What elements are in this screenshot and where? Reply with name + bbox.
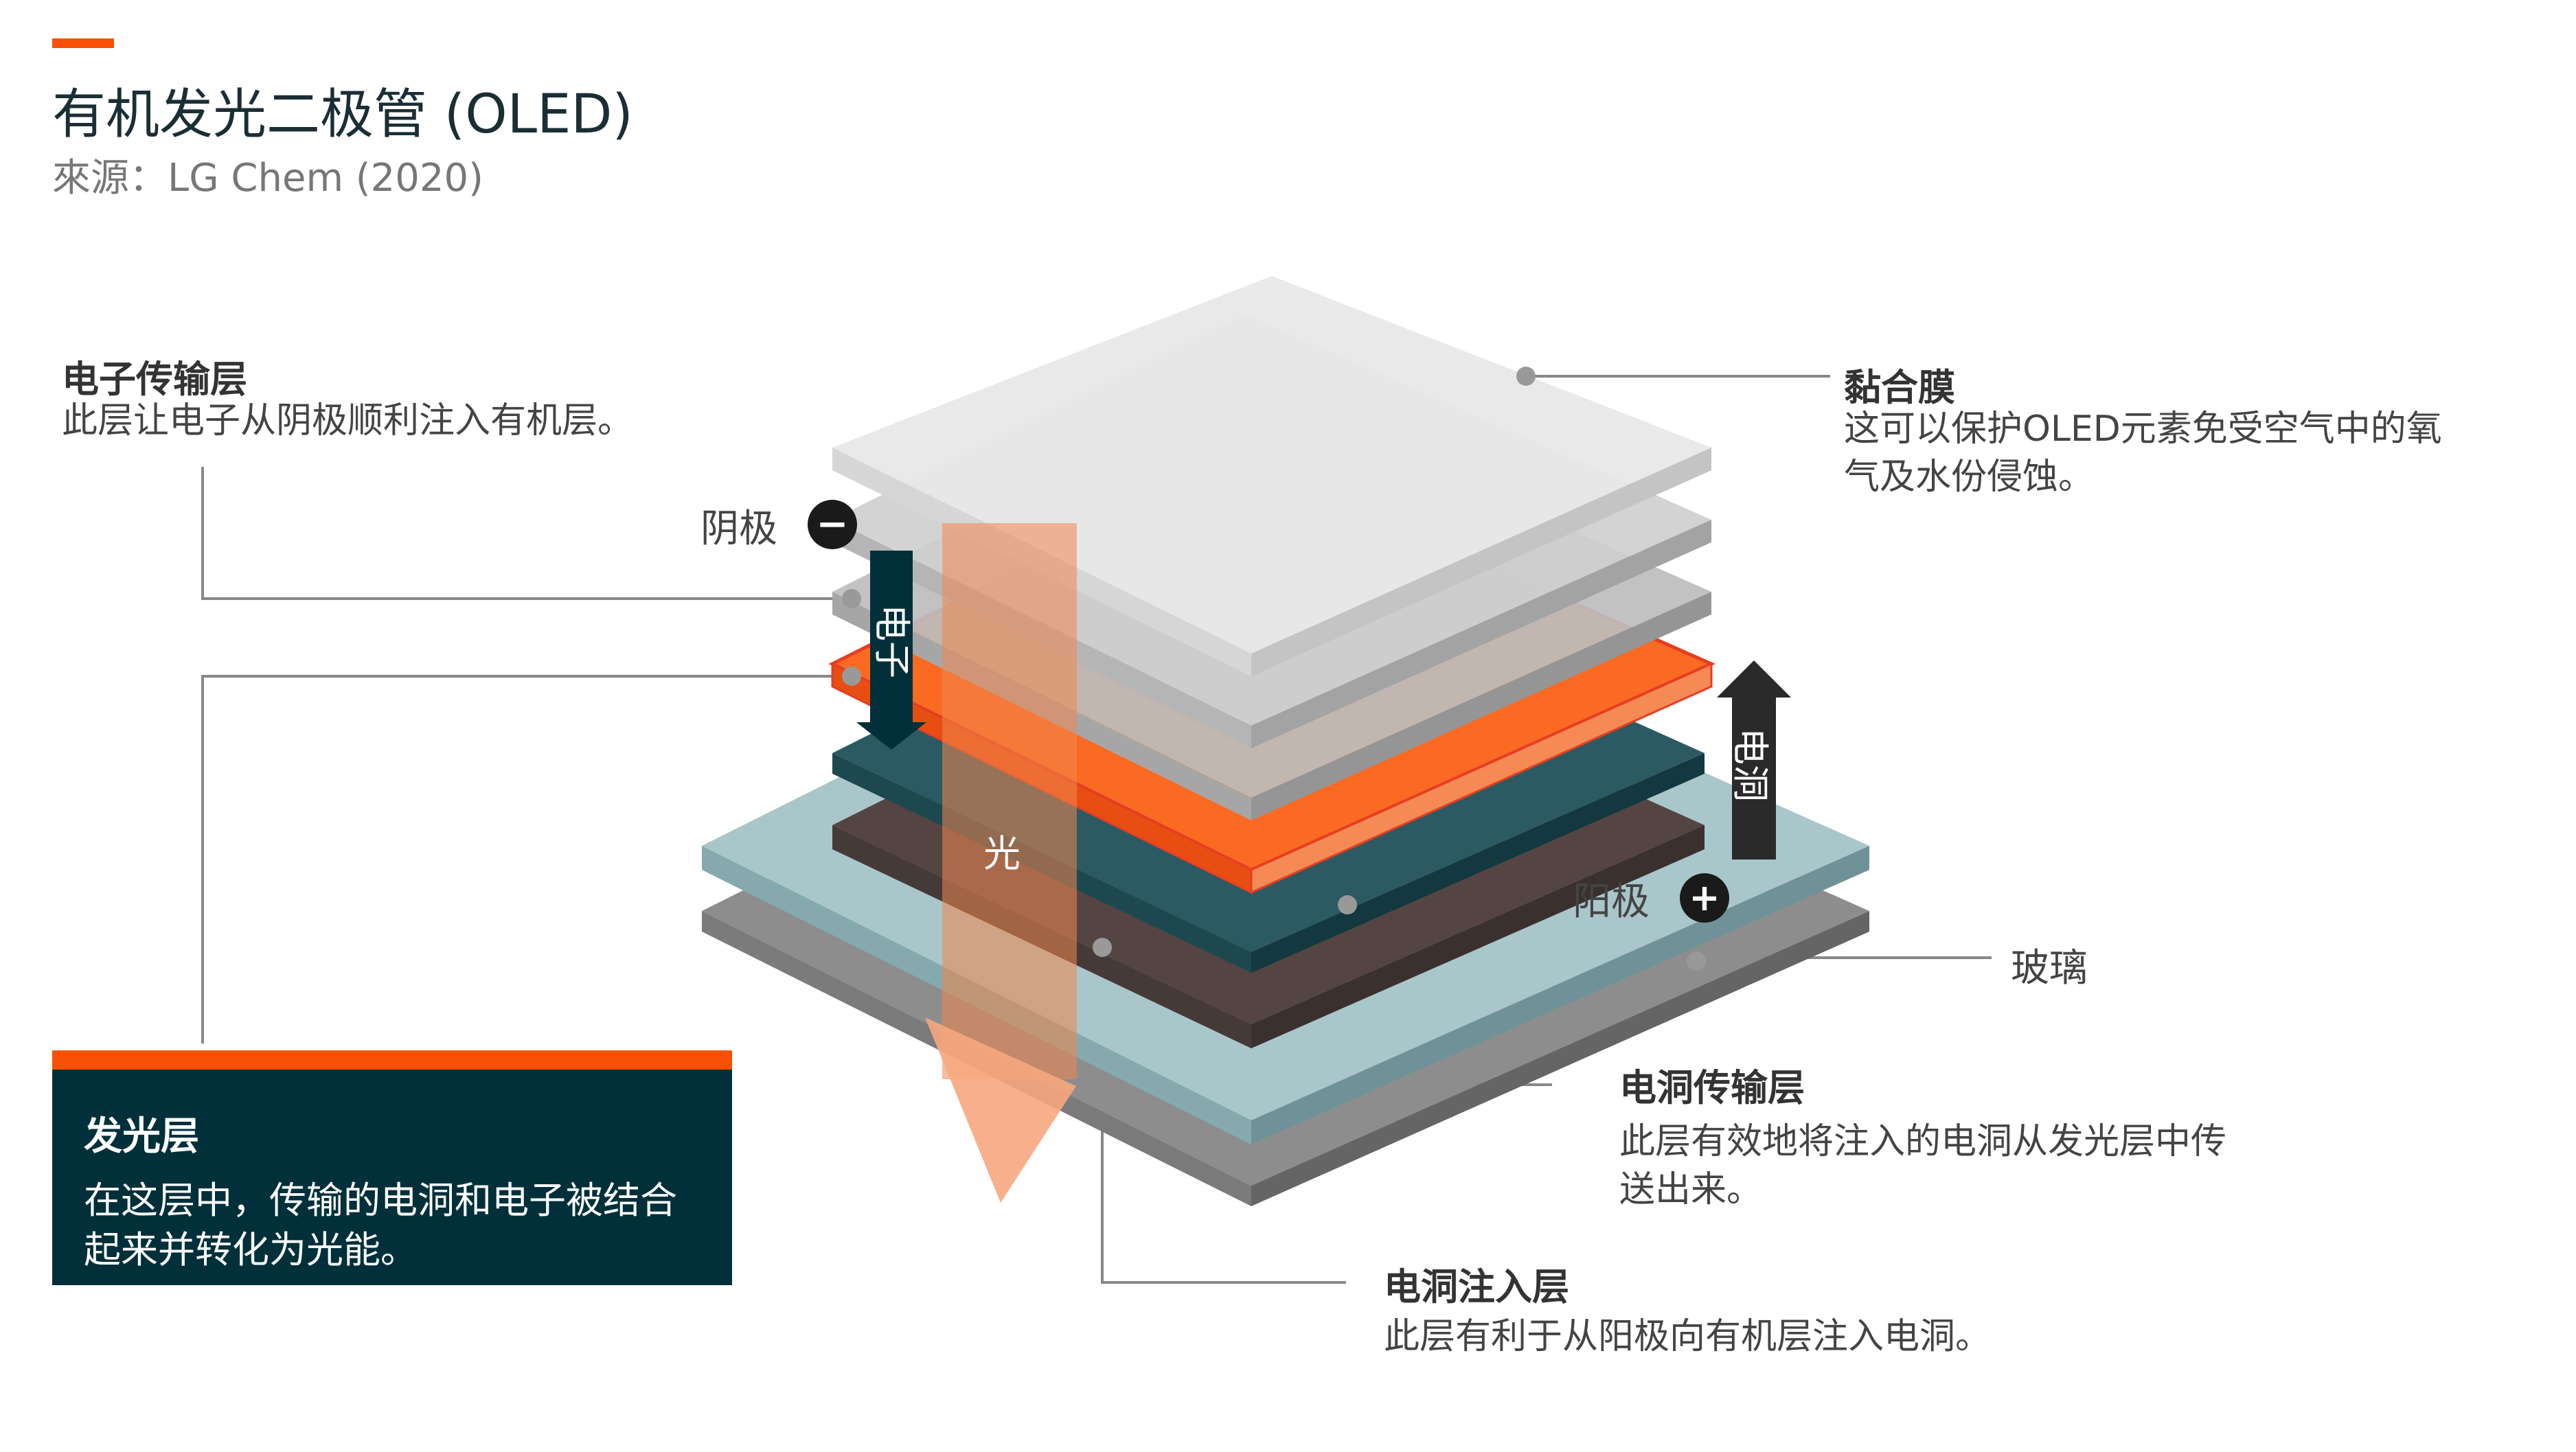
cathode-minus-sign: −	[808, 500, 857, 549]
hole-transport-title: 电洞传输层	[1619, 1066, 1805, 1109]
emissive-desc-line-2: 起来并转化为光能。	[84, 1228, 418, 1271]
dot-electron-transport	[842, 589, 861, 608]
page-title: 有机发光二极管 (OLED)	[52, 84, 633, 146]
dot-hole-transport	[1338, 895, 1357, 914]
emissive-title: 发光层	[84, 1114, 199, 1159]
cathode-label: 阴极	[700, 507, 777, 551]
marker-dots	[842, 367, 1706, 971]
hole-arrow	[1717, 660, 1791, 860]
hole-injection-title: 电洞注入层	[1384, 1265, 1569, 1309]
leader-emissive	[201, 675, 852, 1044]
source-note: 來源：LG Chem (2020)	[52, 156, 484, 200]
adhesive-title: 黏合膜	[1844, 366, 1955, 409]
dot-emissive	[842, 667, 861, 686]
adhesive-desc-line-1: 这可以保护OLED元素免受空气中的氧	[1844, 408, 2442, 450]
hole-injection-desc: 此层有利于从阳极向有机层注入电洞。	[1384, 1316, 1992, 1357]
anode-plus-sign: +	[1680, 873, 1729, 923]
emissive-desc-line-1: 在这层中，传输的电洞和电子被结合	[84, 1179, 677, 1222]
electron-arrow	[856, 551, 926, 750]
emissive-callout: 发光层 在这层中，传输的电洞和电子被结合 起来并转化为光能。	[52, 1050, 732, 1285]
light-label: 光	[983, 832, 1021, 875]
anode-label: 阳极	[1573, 879, 1650, 924]
dot-hole-injection	[1093, 938, 1112, 957]
hole-transport-desc-line-1: 此层有效地将注入的电洞从发光层中传	[1619, 1121, 2227, 1162]
adhesive-desc-line-2: 气及水份侵蚀。	[1844, 457, 2095, 498]
minus-sign: −	[817, 502, 849, 546]
light-beam	[925, 523, 1077, 1203]
electron-transport-desc: 此层让电子从阴极顺利注入有机层。	[62, 400, 634, 441]
hole-label: 电洞	[1729, 728, 1772, 802]
leader-electron-transport	[201, 467, 852, 600]
hole-transport-desc-line-2: 送出来。	[1619, 1169, 1763, 1210]
dot-glass	[1687, 952, 1706, 971]
light-beam-tip	[925, 1017, 1076, 1203]
plus-sign: +	[1689, 876, 1720, 919]
dot-adhesive	[1516, 367, 1536, 386]
accent-bar	[52, 38, 114, 48]
light-beam-column	[942, 523, 1077, 1079]
glass-label: 玻璃	[2011, 946, 2088, 991]
electron-transport-title: 电子传输层	[62, 358, 247, 401]
electron-label: 电子	[870, 604, 913, 678]
